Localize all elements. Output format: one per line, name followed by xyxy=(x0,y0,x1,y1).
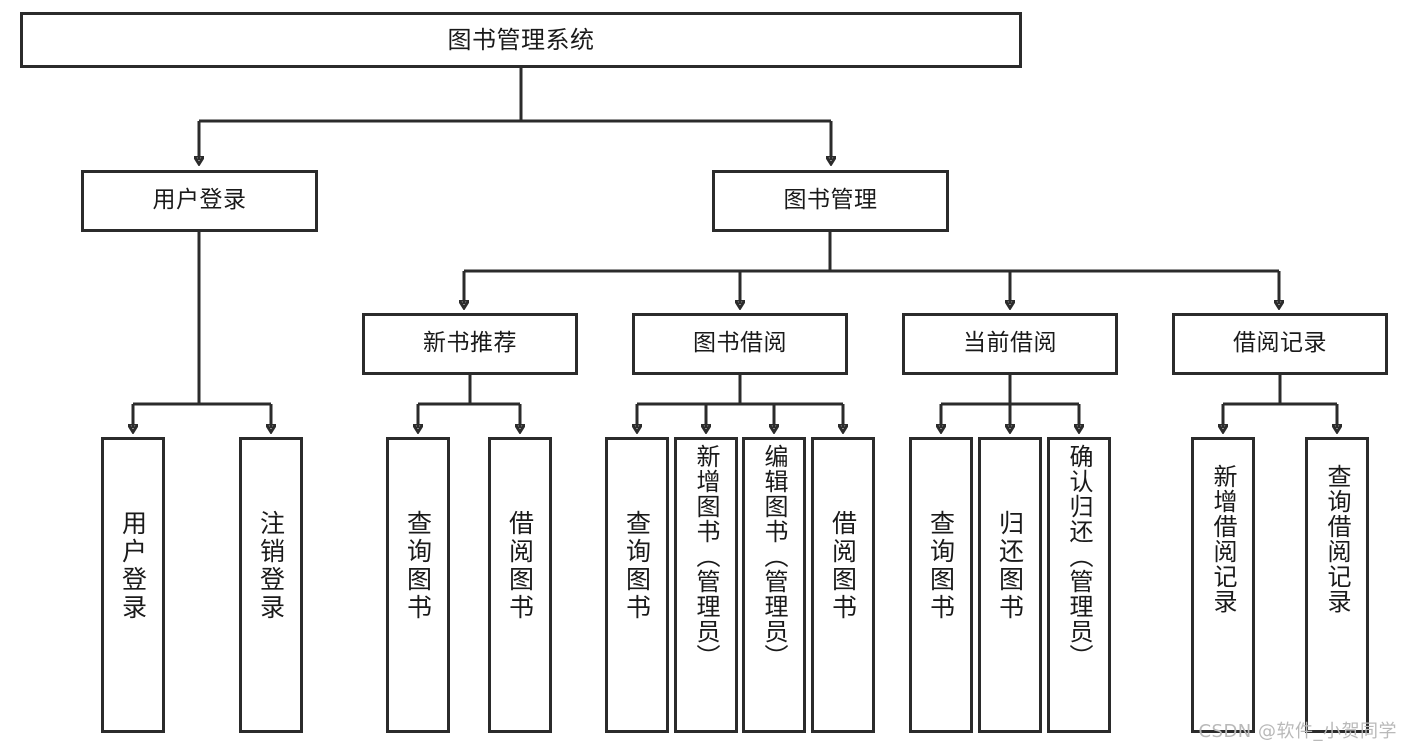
node-leaf-borrow-book-1-label: 借阅图书 xyxy=(505,510,535,622)
node-leaf-confirm-return-label: 确认归还（管理员） xyxy=(1065,444,1093,669)
node-borrow-record-label: 借阅记录 xyxy=(1233,330,1327,357)
node-leaf-query-record[interactable]: 查询借阅记录 xyxy=(1305,437,1369,733)
node-book-manage[interactable]: 图书管理 xyxy=(712,170,949,232)
node-user-login-label: 用户登录 xyxy=(152,187,247,214)
node-leaf-add-record[interactable]: 新增借阅记录 xyxy=(1191,437,1255,733)
node-user-login[interactable]: 用户登录 xyxy=(81,170,318,232)
node-leaf-query-book-2[interactable]: 查询图书 xyxy=(605,437,669,733)
node-book-manage-label: 图书管理 xyxy=(783,187,878,214)
node-leaf-query-book-1[interactable]: 查询图书 xyxy=(386,437,450,733)
node-root[interactable]: 图书管理系统 xyxy=(20,12,1022,68)
node-leaf-query-book-3[interactable]: 查询图书 xyxy=(909,437,973,733)
node-leaf-user-login-label: 用户登录 xyxy=(118,510,148,622)
node-leaf-logout[interactable]: 注销登录 xyxy=(239,437,303,733)
node-current-borrow[interactable]: 当前借阅 xyxy=(902,313,1118,375)
node-book-borrow[interactable]: 图书借阅 xyxy=(632,313,848,375)
node-leaf-borrow-book-2-label: 借阅图书 xyxy=(828,510,858,622)
node-leaf-add-book-label: 新增图书（管理员） xyxy=(692,444,720,669)
node-leaf-query-book-1-label: 查询图书 xyxy=(403,510,433,622)
node-leaf-add-book[interactable]: 新增图书（管理员） xyxy=(674,437,738,733)
node-leaf-query-record-label: 查询借阅记录 xyxy=(1323,464,1351,614)
node-leaf-logout-label: 注销登录 xyxy=(256,510,286,622)
node-leaf-add-record-label: 新增借阅记录 xyxy=(1209,464,1237,614)
node-current-borrow-label: 当前借阅 xyxy=(963,330,1057,357)
csdn-watermark: CSDN @软件_小贺同学 xyxy=(1198,721,1397,742)
node-leaf-query-book-2-label: 查询图书 xyxy=(622,510,652,622)
node-root-label: 图书管理系统 xyxy=(447,25,595,54)
node-leaf-edit-book-label: 编辑图书（管理员） xyxy=(760,444,788,669)
node-leaf-user-login[interactable]: 用户登录 xyxy=(101,437,165,733)
node-leaf-return-book[interactable]: 归还图书 xyxy=(978,437,1042,733)
node-book-borrow-label: 图书借阅 xyxy=(693,330,787,357)
node-leaf-borrow-book-2[interactable]: 借阅图书 xyxy=(811,437,875,733)
node-leaf-query-book-3-label: 查询图书 xyxy=(926,510,956,622)
node-leaf-edit-book[interactable]: 编辑图书（管理员） xyxy=(742,437,806,733)
node-borrow-record[interactable]: 借阅记录 xyxy=(1172,313,1388,375)
node-new-book-rec[interactable]: 新书推荐 xyxy=(362,313,578,375)
node-leaf-borrow-book-1[interactable]: 借阅图书 xyxy=(488,437,552,733)
node-leaf-return-book-label: 归还图书 xyxy=(995,510,1025,622)
node-leaf-confirm-return[interactable]: 确认归还（管理员） xyxy=(1047,437,1111,733)
node-new-book-rec-label: 新书推荐 xyxy=(423,330,517,357)
